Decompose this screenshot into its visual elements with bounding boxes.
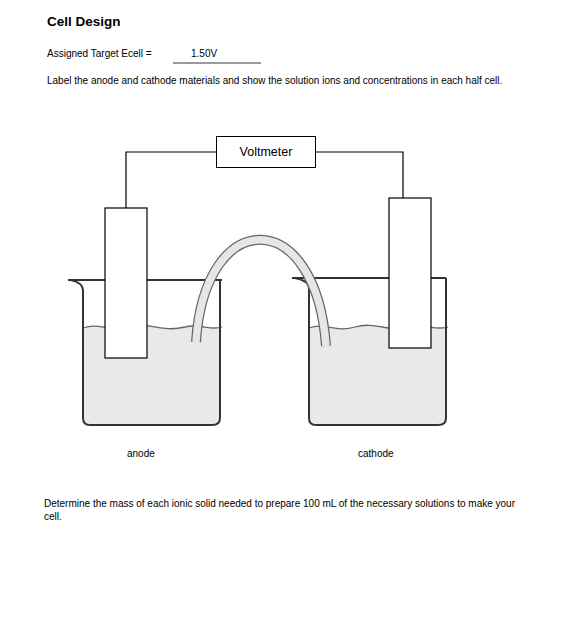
target-value: 1.50V: [191, 47, 217, 60]
title-block: Cell Design: [47, 14, 121, 29]
wire: [126, 152, 216, 208]
target-label: Assigned Target Ecell =: [47, 47, 152, 60]
wire: [316, 152, 403, 198]
anode-label: anode: [127, 447, 155, 460]
salt-bridge: [196, 240, 326, 346]
node-text: Voltmeter: [240, 145, 293, 159]
instruction: Label the anode and cathode materials an…: [47, 74, 527, 87]
cathode-label: cathode: [358, 447, 394, 460]
label-text: Label the anode and cathode materials an…: [47, 75, 502, 86]
answer-underline: [173, 63, 261, 64]
label-text: Assigned Target Ecell =: [47, 48, 152, 59]
label-text: 1.50V: [191, 48, 217, 59]
electrode: [105, 208, 147, 358]
label-text: anode: [127, 448, 155, 459]
label-text: cathode: [358, 448, 394, 459]
instruction: Determine the mass of each ionic solid n…: [44, 497, 524, 523]
electrode: [389, 198, 431, 348]
meter-box: Voltmeter: [216, 136, 316, 168]
page-title: Cell Design: [47, 14, 121, 29]
label-text: Determine the mass of each ionic solid n…: [44, 498, 515, 522]
